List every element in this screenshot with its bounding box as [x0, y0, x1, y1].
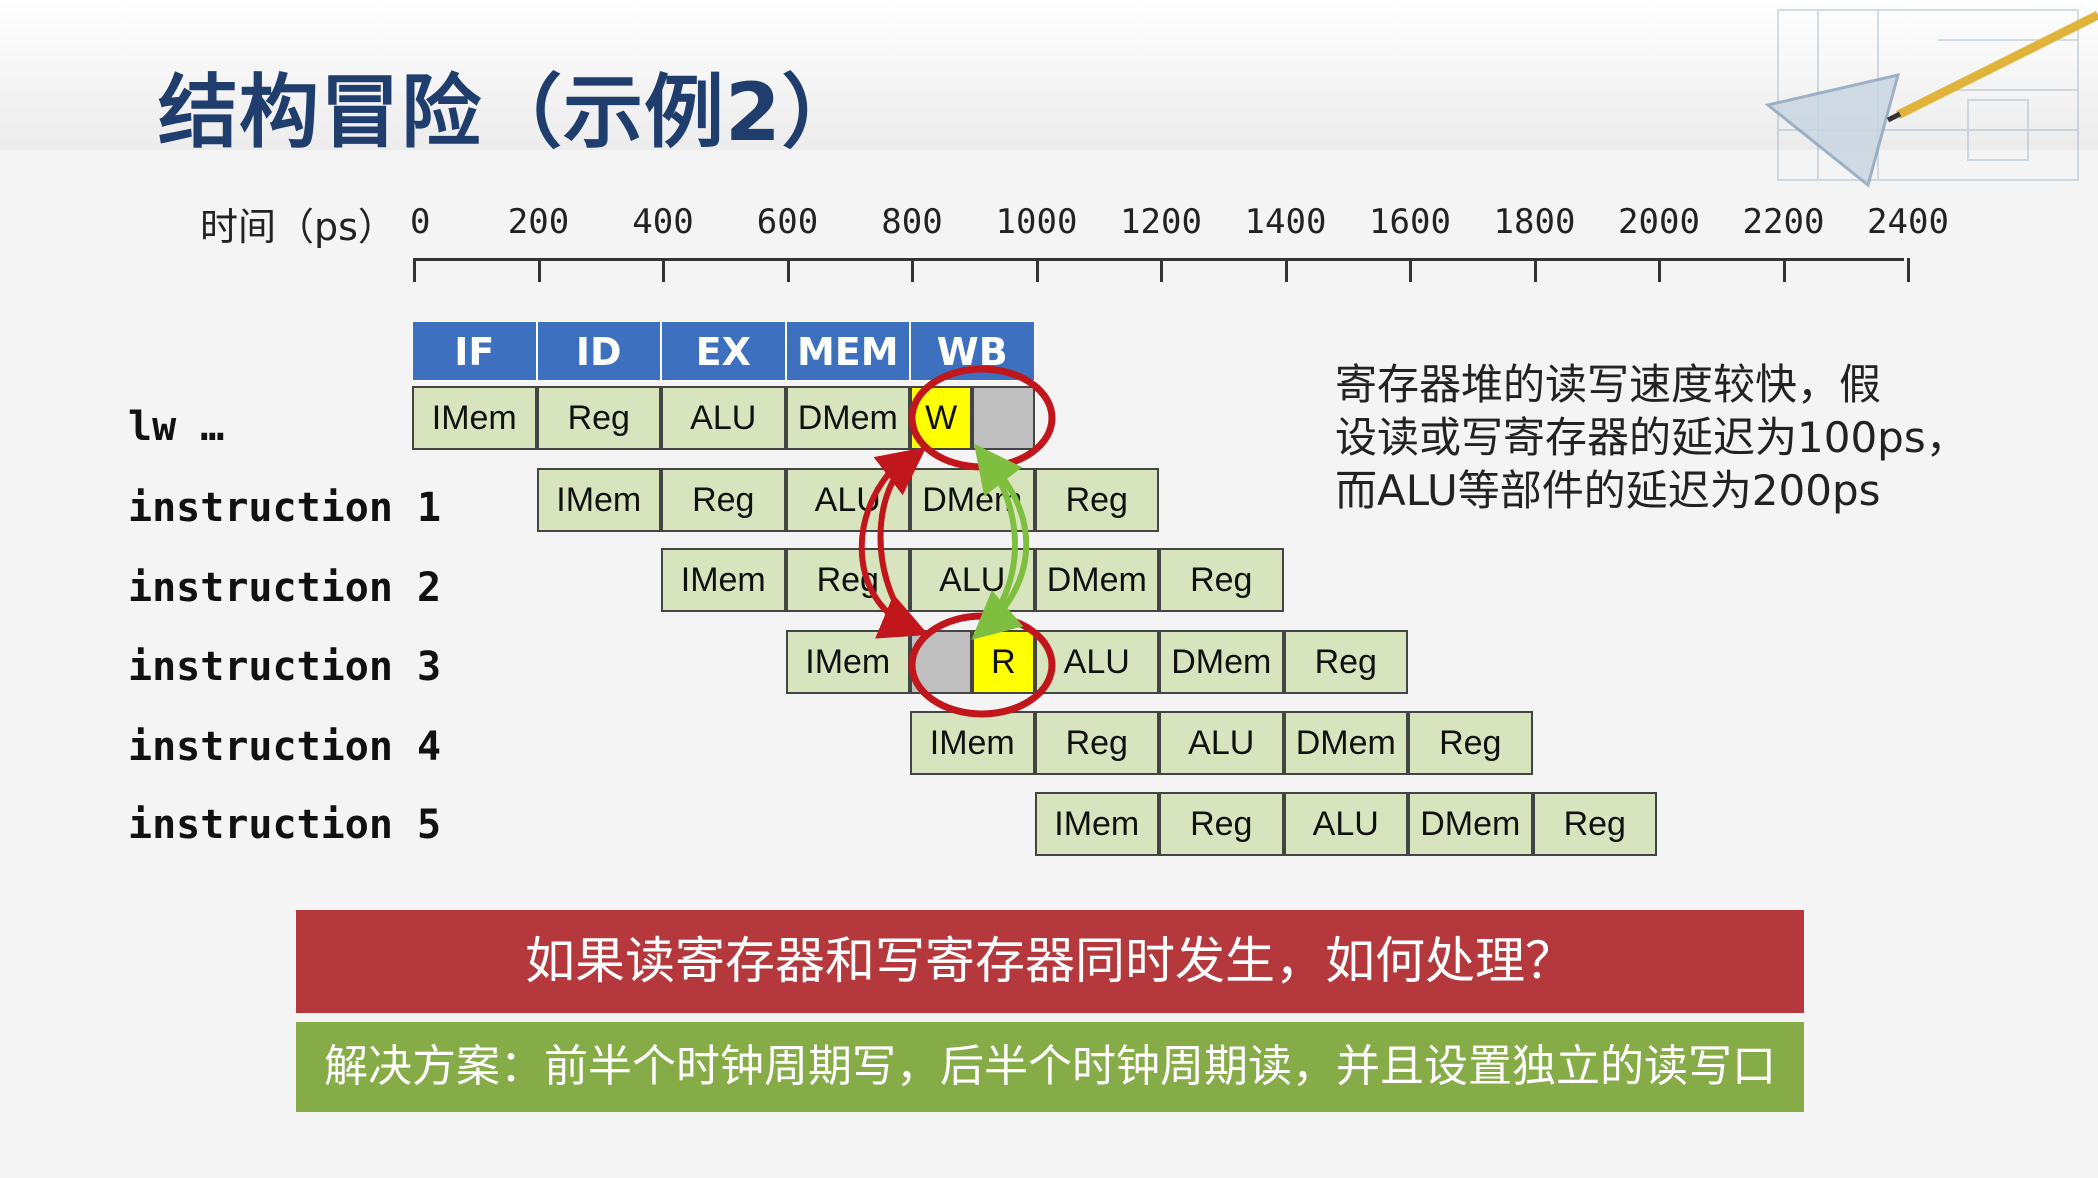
- pipeline-stage-cell: ALU: [785, 468, 910, 532]
- stage-header-if: IF: [412, 321, 537, 381]
- tick-label: 1800: [1493, 202, 1576, 242]
- red-hazard-arrow-return: [873, 447, 927, 630]
- pipeline-stage-cell: Reg: [1159, 548, 1284, 612]
- axis-tick: [662, 258, 665, 282]
- green-forward-arrow: [971, 455, 1030, 640]
- pipeline-stage-cell: ALU: [1159, 711, 1284, 775]
- tick-label: 2400: [1867, 202, 1949, 242]
- pipeline-stage-cell: ALU: [661, 386, 786, 450]
- latency-note: 寄存器堆的读写速度较快，假 设读或写寄存器的延迟为100ps， 而ALU等部件的…: [1335, 358, 1968, 517]
- pipeline-stage-cell: DMem: [1159, 630, 1284, 694]
- axis-tick: [1782, 258, 1786, 282]
- tick-label: 200: [507, 202, 570, 242]
- stage-header-id: ID: [536, 321, 661, 381]
- axis-tick: [1907, 258, 1910, 282]
- instruction-label: instruction 4: [128, 724, 442, 770]
- tick-label: 1400: [1244, 202, 1327, 242]
- tick-label: 2200: [1742, 202, 1825, 242]
- axis-tick: [1284, 258, 1288, 282]
- pipeline-stage-cell: R: [972, 630, 1035, 694]
- note-line: 设读或写寄存器的延迟为100ps，: [1335, 413, 1968, 462]
- pipeline-stage-cell: DMem: [1408, 792, 1533, 856]
- pipeline-stage-cell: ALU: [1283, 792, 1408, 856]
- axis-title: 时间（ps）: [200, 205, 396, 249]
- pipeline-stage-cell: Reg: [1532, 792, 1657, 856]
- tick-label: 800: [881, 202, 943, 242]
- note-line: 而ALU等部件的延迟为200ps: [1335, 466, 1881, 515]
- instruction-label: instruction 3: [128, 644, 442, 690]
- pencil-icon: [1895, 10, 2098, 120]
- pipeline-stage-cell: DMem: [1034, 548, 1159, 612]
- instruction-label: instruction 5: [128, 802, 442, 848]
- axis-tick: [911, 258, 914, 282]
- stage-header-mem: MEM: [785, 321, 910, 381]
- tick-label: 1200: [1120, 202, 1202, 242]
- stage-header-ex: EX: [661, 321, 786, 381]
- set-square-icon: [1764, 72, 1901, 188]
- question-banner: 如果读寄存器和写寄存器同时发生，如何处理？: [296, 910, 1804, 1013]
- pipeline-stage-cell: IMem: [785, 630, 910, 694]
- instruction-label: instruction 2: [128, 565, 442, 611]
- read-port-highlight-circle: [908, 612, 1056, 718]
- tick-label: 2000: [1618, 202, 1700, 242]
- write-port-highlight-circle: [908, 365, 1056, 471]
- pipeline-stage-cell: Reg: [1034, 468, 1159, 532]
- header-band: [0, 0, 2098, 150]
- tick-label: 1000: [995, 202, 1078, 242]
- drafting-tools-decoration: [1764, 9, 2098, 188]
- tick-label: 400: [632, 202, 694, 242]
- axis-tick: [1533, 258, 1537, 282]
- tick-label: 1600: [1369, 202, 1451, 242]
- instruction-label: lw …: [128, 404, 225, 450]
- pipeline-stage-cell: Reg: [1159, 792, 1284, 856]
- axis-tick: [1658, 258, 1661, 282]
- page-title: 结构冒险（示例2）: [158, 66, 863, 159]
- pipeline-stage-cell: IMem: [536, 468, 661, 532]
- solution-banner: 解决方案：前半个时钟周期写，后半个时钟周期读，并且设置独立的读写口: [296, 1022, 1804, 1112]
- axis-tick: [537, 258, 541, 282]
- axis-tick: [1409, 258, 1412, 282]
- axis-tick: [1035, 258, 1039, 282]
- pipeline-stage-cell: IMem: [412, 386, 537, 450]
- pipeline-stage-cell: Reg: [1283, 630, 1408, 694]
- red-hazard-arrow: [858, 449, 929, 639]
- time-axis-line: [414, 258, 1904, 261]
- note-line: 寄存器堆的读写速度较快，假: [1335, 360, 1882, 409]
- tick-label: 600: [756, 202, 819, 242]
- axis-tick: [1160, 258, 1163, 282]
- pipeline-stage-cell: Reg: [661, 468, 786, 532]
- pipeline-stage-cell: Reg: [1408, 711, 1533, 775]
- axis-tick: [786, 258, 790, 282]
- pipeline-stage-cell: IMem: [910, 711, 1035, 775]
- green-backward-arrow: [974, 443, 1023, 630]
- instruction-label: instruction 1: [128, 485, 442, 531]
- pipeline-stage-cell: Reg: [1034, 711, 1159, 775]
- tick-label: 0: [410, 202, 431, 242]
- pipeline-stage-cell: Reg: [536, 386, 661, 450]
- axis-tick: [413, 258, 416, 282]
- pipeline-stage-cell: DMem: [1283, 711, 1408, 775]
- pipeline-stage-cell: IMem: [661, 548, 786, 612]
- pipeline-stage-cell: IMem: [1034, 792, 1159, 856]
